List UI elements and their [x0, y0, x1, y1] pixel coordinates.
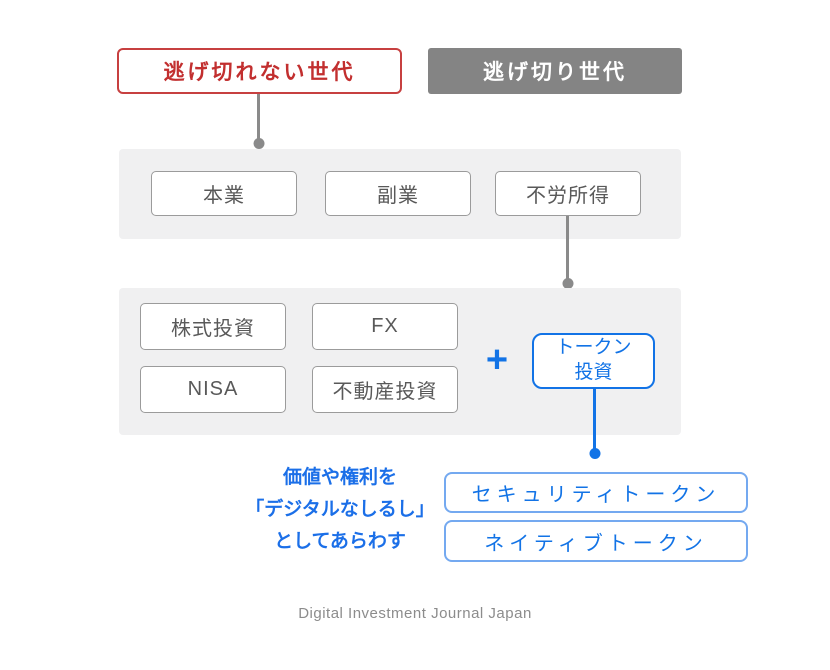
connector-token-to-types — [589, 389, 600, 459]
income-item-side-job: 副業 — [325, 171, 471, 216]
connector-income-to-investment — [562, 216, 573, 289]
annotation-line3: としてあらわす — [274, 531, 406, 552]
connector-header-to-income — [253, 94, 264, 149]
escaped-generation-box: 逃げ切り世代 — [428, 48, 682, 94]
token-investment-box: トークン 投資 — [532, 333, 655, 389]
footer-credit: Digital Investment Journal Japan — [298, 605, 532, 622]
token-annotation: 価値や権利を 「デジタルなしるし」 としてあらわす — [233, 462, 447, 558]
token-investment-line1: トークン — [555, 337, 632, 359]
investment-item-nisa: NISA — [140, 366, 286, 413]
plus-sign: + — [485, 338, 509, 381]
connector-endpoint-dot — [253, 138, 264, 149]
token-type-native-token: ネイティブトークン — [444, 520, 748, 562]
connector-endpoint-dot — [589, 448, 600, 459]
connector-endpoint-dot — [562, 278, 573, 289]
investment-item-real-estate: 不動産投資 — [312, 366, 458, 413]
investment-item-stocks: 株式投資 — [140, 303, 286, 350]
annotation-line2: 「デジタルなしるし」 — [245, 499, 435, 520]
token-investment-line2: 投資 — [574, 362, 613, 383]
income-item-passive-income: 不労所得 — [495, 171, 641, 216]
token-type-security-token: セキュリティトークン — [444, 472, 748, 513]
income-item-main-job: 本業 — [151, 171, 297, 216]
cannot-escape-generation-box: 逃げ切れない世代 — [117, 48, 402, 94]
investment-item-fx: FX — [312, 303, 458, 350]
annotation-line1: 価値や権利を — [282, 467, 397, 488]
